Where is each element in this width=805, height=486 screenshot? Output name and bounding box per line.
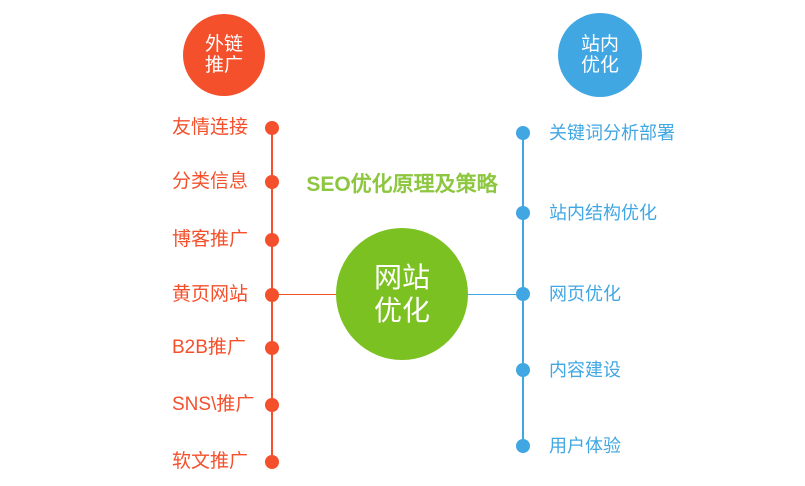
left-item-dot [265,398,279,412]
right-branch-node-label-line1: 站内 [580,34,619,55]
right-item-dot [516,363,530,377]
center-node-label-line1: 网站 [373,262,430,293]
left-item-dot [265,121,279,135]
center-node-label-line2: 优化 [373,295,430,326]
center-node: 网站 优化 [336,228,468,360]
right-item: 网页优化 [549,284,621,304]
left-item: 软文推广 [172,451,249,472]
left-item-dot [265,455,279,469]
right-item-dot [516,287,530,301]
diagram-title: SEO优化原理及策略 [306,173,498,196]
left-branch-node: 外链 推广 [183,14,265,96]
left-item: 友情连接 [172,117,249,138]
left-item: 分类信息 [172,171,249,192]
right-item: 内容建设 [549,360,621,380]
left-item: 黄页网站 [172,284,249,305]
left-item: 博客推广 [172,229,249,250]
left-item: SNS\推广 [172,394,255,415]
left-item-dot [265,175,279,189]
right-item-dot [516,206,530,220]
right-item: 关键词分析部署 [549,123,675,143]
right-item: 用户体验 [549,436,621,456]
left-branch-node-label-line1: 外链 [204,34,243,55]
left-item-dot [265,233,279,247]
right-branch-node: 站内 优化 [558,13,642,97]
right-item-dot [516,439,530,453]
left-branch-node-label-line2: 推广 [204,55,243,76]
left-item-dot [265,288,279,302]
left-item-dot [265,341,279,355]
left-item: B2B推广 [172,337,246,358]
right-branch-node-label-line2: 优化 [580,55,619,76]
right-item: 站内结构优化 [549,203,657,223]
right-item-dot [516,126,530,140]
